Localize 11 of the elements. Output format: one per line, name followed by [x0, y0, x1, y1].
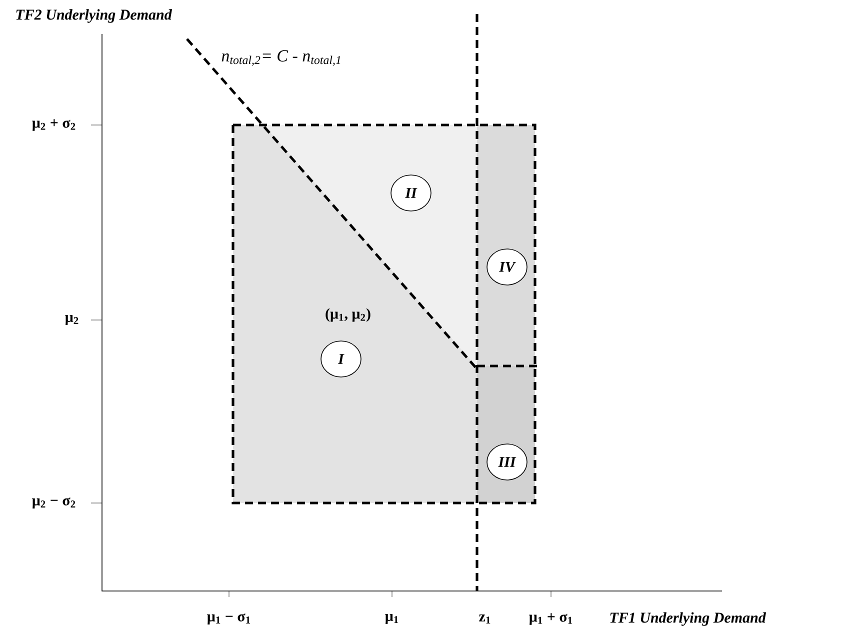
tick-label: μ$_{2}$ − σ$_{2}$ — [32, 498, 76, 509]
tick-label: μ$_{1}$ + σ$_{1}$ — [529, 613, 572, 625]
tick-label: μ$_{2}$ — [65, 314, 78, 326]
point-label: (μ$_{1}$, μ$_{2}$) — [326, 308, 370, 322]
tick-label: μ$_{1}$ — [385, 614, 398, 624]
tick-label: z$_{1}$ — [479, 614, 490, 624]
equation-label: n$_{total,2}$= C - n$_{total,1}$ — [222, 50, 340, 66]
axis-title: TF1 Underlying Demand — [610, 612, 766, 626]
tick-label: μ$_{1}$ − σ$_{1}$ — [207, 614, 250, 625]
tick-label: μ$_{2}$ + σ$_{2}$ — [32, 119, 76, 131]
axis-title: TF2 Underlying Demand — [16, 9, 172, 23]
